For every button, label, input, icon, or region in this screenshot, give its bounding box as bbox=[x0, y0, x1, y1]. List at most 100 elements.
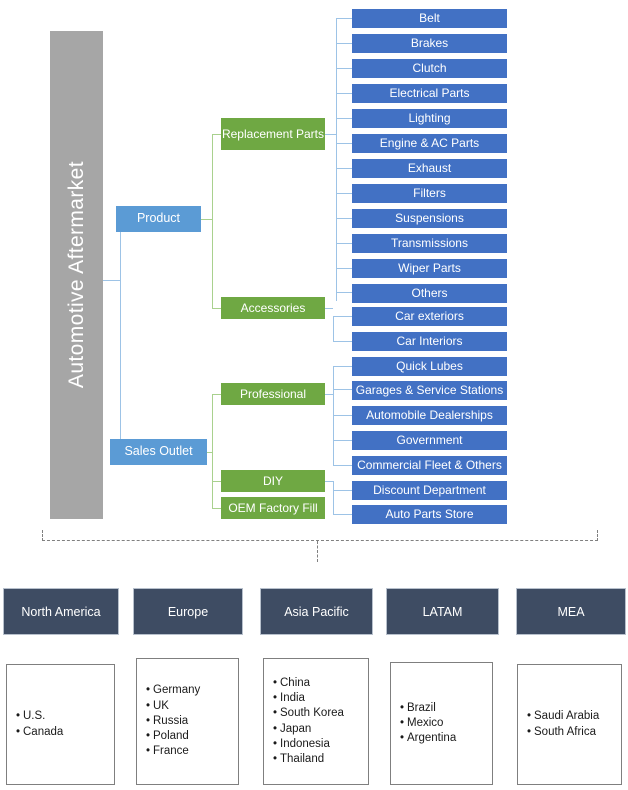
leaf-node-belt-label: Belt bbox=[419, 11, 440, 26]
region-list-europe: GermanyUKRussiaPolandFrance bbox=[136, 658, 239, 785]
leaf-node-garages-service-stations-label: Garages & Service Stations bbox=[355, 383, 504, 398]
leaf-node-garages-service-stations[interactable]: Garages & Service Stations bbox=[352, 381, 507, 400]
region-list-asia-pacific: ChinaIndiaSouth KoreaJapanIndonesiaThail… bbox=[263, 658, 369, 785]
country-list-item: South Korea bbox=[273, 706, 368, 721]
category-node-oem-factory-fill[interactable]: OEM Factory Fill bbox=[221, 497, 325, 519]
leaf-node-electrical-parts-label: Electrical Parts bbox=[389, 86, 470, 101]
leaf-node-suspensions[interactable]: Suspensions bbox=[352, 209, 507, 228]
connector-professional-spine bbox=[333, 366, 334, 466]
leaf-node-lighting-label: Lighting bbox=[408, 111, 451, 126]
connector-leaf-lighting bbox=[336, 118, 352, 119]
category-node-professional[interactable]: Professional bbox=[221, 383, 325, 405]
region-header-latam[interactable]: LATAM bbox=[386, 588, 499, 635]
leaf-node-automobile-dealerships[interactable]: Automobile Dealerships bbox=[352, 406, 507, 425]
connector-leaf-engine-ac-parts bbox=[336, 143, 352, 144]
connector-leaf-others bbox=[336, 292, 352, 293]
connector-professional-stub bbox=[325, 394, 333, 395]
country-list-latam: BrazilMexicoArgentina bbox=[400, 701, 492, 747]
connector-leaf-transmissions bbox=[336, 243, 352, 244]
leaf-node-electrical-parts[interactable]: Electrical Parts bbox=[352, 84, 507, 103]
connector-replacement-parts-spine bbox=[336, 18, 337, 301]
category-node-replacement-parts[interactable]: Replacement Parts bbox=[221, 118, 325, 150]
connector-diy-stub bbox=[325, 481, 333, 482]
connector-leaf-automobile-dealerships bbox=[333, 415, 352, 416]
country-list-item: Poland bbox=[146, 729, 238, 744]
leaf-node-suspensions-label: Suspensions bbox=[395, 211, 464, 226]
connector-leaf-car-exteriors bbox=[333, 316, 352, 317]
connector-leaf-filters bbox=[336, 193, 352, 194]
leaf-node-government[interactable]: Government bbox=[352, 431, 507, 450]
region-header-latam-label: LATAM bbox=[422, 604, 463, 619]
category-node-accessories-label: Accessories bbox=[240, 300, 306, 315]
leaf-node-car-interiors[interactable]: Car Interiors bbox=[352, 332, 507, 351]
branch-node-sales-outlet-label: Sales Outlet bbox=[124, 444, 193, 459]
leaf-node-brakes[interactable]: Brakes bbox=[352, 34, 507, 53]
leaf-node-transmissions[interactable]: Transmissions bbox=[352, 234, 507, 253]
connector-diy-spine bbox=[333, 481, 334, 514]
leaf-node-filters[interactable]: Filters bbox=[352, 184, 507, 203]
country-list-item: Brazil bbox=[400, 701, 492, 716]
connector-product-to-accessories bbox=[212, 308, 222, 309]
root-node-label: Automotive Aftermarket bbox=[64, 161, 88, 389]
region-header-asia-pacific-label: Asia Pacific bbox=[284, 604, 349, 619]
branch-node-product-label: Product bbox=[136, 211, 181, 226]
connector-product-spine bbox=[212, 134, 213, 309]
connector-sales-outlet-to-professional bbox=[212, 394, 222, 395]
leaf-node-brakes-label: Brakes bbox=[410, 36, 449, 51]
leaf-node-commercial-fleet-others[interactable]: Commercial Fleet & Others bbox=[352, 456, 507, 475]
category-node-accessories[interactable]: Accessories bbox=[221, 297, 325, 319]
region-list-mea: Saudi ArabiaSouth Africa bbox=[517, 664, 622, 785]
leaf-node-others[interactable]: Others bbox=[352, 284, 507, 303]
country-list-item: South Africa bbox=[527, 725, 621, 740]
leaf-node-discount-department[interactable]: Discount Department bbox=[352, 481, 507, 500]
leaf-node-belt[interactable]: Belt bbox=[352, 9, 507, 28]
leaf-node-auto-parts-store[interactable]: Auto Parts Store bbox=[352, 505, 507, 524]
category-node-replacement-parts-label: Replacement Parts bbox=[221, 126, 325, 141]
root-node-automotive-aftermarket: Automotive Aftermarket bbox=[50, 31, 103, 519]
region-header-europe-label: Europe bbox=[167, 604, 209, 619]
leaf-node-wiper-parts[interactable]: Wiper Parts bbox=[352, 259, 507, 278]
connector-leaf-government bbox=[333, 440, 352, 441]
connector-root-spine bbox=[120, 219, 121, 452]
region-header-europe[interactable]: Europe bbox=[133, 588, 243, 635]
region-header-mea[interactable]: MEA bbox=[516, 588, 626, 635]
country-list-item: Thailand bbox=[273, 752, 368, 767]
region-header-asia-pacific[interactable]: Asia Pacific bbox=[260, 588, 373, 635]
country-list-europe: GermanyUKRussiaPolandFrance bbox=[146, 683, 238, 759]
leaf-node-others-label: Others bbox=[411, 286, 448, 301]
category-node-diy[interactable]: DIY bbox=[221, 470, 325, 492]
country-list-item: Mexico bbox=[400, 716, 492, 731]
region-header-north-america[interactable]: North America bbox=[3, 588, 119, 635]
leaf-node-lighting[interactable]: Lighting bbox=[352, 109, 507, 128]
leaf-node-discount-department-label: Discount Department bbox=[373, 483, 486, 498]
connector-leaf-clutch bbox=[336, 68, 352, 69]
branch-node-product[interactable]: Product bbox=[116, 206, 201, 232]
leaf-node-engine-ac-parts[interactable]: Engine & AC Parts bbox=[352, 134, 507, 153]
connector-leaf-auto-parts-store bbox=[333, 514, 352, 515]
leaf-node-commercial-fleet-others-label: Commercial Fleet & Others bbox=[357, 458, 502, 473]
connector-leaf-commercial-fleet-others bbox=[333, 465, 352, 466]
connector-product-to-replacement-parts bbox=[212, 134, 222, 135]
connector-accessories-spine bbox=[333, 316, 334, 342]
country-list-item: UK bbox=[146, 699, 238, 714]
leaf-node-clutch[interactable]: Clutch bbox=[352, 59, 507, 78]
connector-sales-outlet-stub bbox=[207, 452, 212, 453]
connector-sales-outlet-to-diy bbox=[212, 481, 222, 482]
connector-leaf-car-interiors bbox=[333, 341, 352, 342]
leaf-node-car-exteriors[interactable]: Car exteriors bbox=[352, 307, 507, 326]
leaf-node-automobile-dealerships-label: Automobile Dealerships bbox=[366, 408, 493, 423]
leaf-node-quick-lubes[interactable]: Quick Lubes bbox=[352, 357, 507, 376]
leaf-node-clutch-label: Clutch bbox=[412, 61, 447, 76]
country-list-item: Canada bbox=[16, 725, 114, 740]
region-header-mea-label: MEA bbox=[557, 604, 585, 619]
connector-product-stub bbox=[201, 219, 212, 220]
country-list-item: China bbox=[273, 676, 368, 691]
leaf-node-quick-lubes-label: Quick Lubes bbox=[396, 359, 463, 374]
leaf-node-exhaust[interactable]: Exhaust bbox=[352, 159, 507, 178]
connector-leaf-electrical-parts bbox=[336, 93, 352, 94]
branch-node-sales-outlet[interactable]: Sales Outlet bbox=[110, 439, 207, 465]
leaf-node-filters-label: Filters bbox=[413, 186, 446, 201]
connector-leaf-exhaust bbox=[336, 168, 352, 169]
connector-leaf-brakes bbox=[336, 43, 352, 44]
country-list-item: Argentina bbox=[400, 731, 492, 746]
